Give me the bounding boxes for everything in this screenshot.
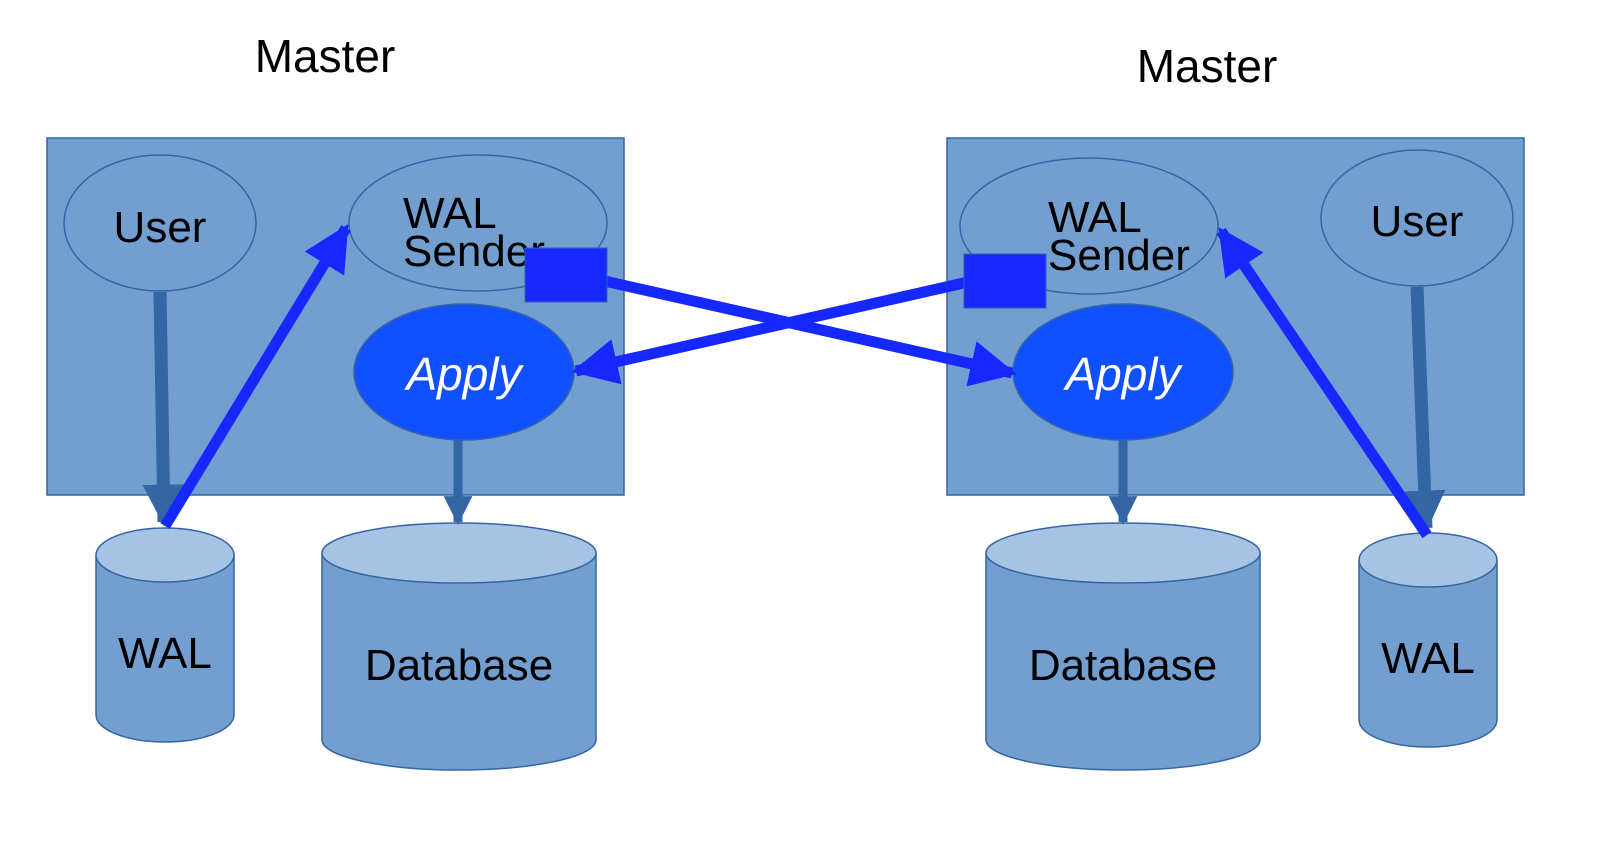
right-wal-label: WAL (1381, 634, 1475, 683)
right-database-cylinder (985, 522, 1261, 771)
right-user-node (1320, 149, 1514, 287)
right-sender-to-left-apply-arrow (571, 276, 970, 385)
right-wal-sender-label-2: Sender (1048, 231, 1190, 280)
left-master-title: Master (255, 30, 396, 82)
left-wal-sender-label-2: Sender (403, 227, 545, 276)
right-sender-port (963, 253, 1047, 309)
left-database-cylinder (321, 522, 597, 771)
left-user-to-wal-arrow (142, 291, 185, 527)
right-user-to-wal-arrow (1403, 286, 1446, 533)
left-wal-cylinder (95, 527, 235, 743)
left-database-label: Database (365, 641, 553, 690)
right-database-label: Database (1029, 641, 1217, 690)
left-user-node (63, 154, 257, 292)
right-apply-label: Apply (1062, 348, 1183, 400)
left-wal-label: WAL (118, 629, 212, 678)
right-wal-sender-label-1: WAL (1048, 193, 1142, 242)
left-wal-sender-label-1: WAL (403, 189, 497, 238)
left-sender-to-right-apply-arrow (598, 274, 1017, 387)
right-master-title: Master (1137, 40, 1278, 92)
right-user-label: User (1371, 197, 1464, 246)
left-user-label: User (114, 203, 207, 252)
left-apply-label: Apply (403, 348, 524, 400)
right-wal-to-sender-arrow (1216, 227, 1432, 539)
right-wal-cylinder (1358, 532, 1498, 748)
left-sender-port (524, 247, 608, 303)
left-wal-to-sender-arrow (160, 224, 351, 529)
